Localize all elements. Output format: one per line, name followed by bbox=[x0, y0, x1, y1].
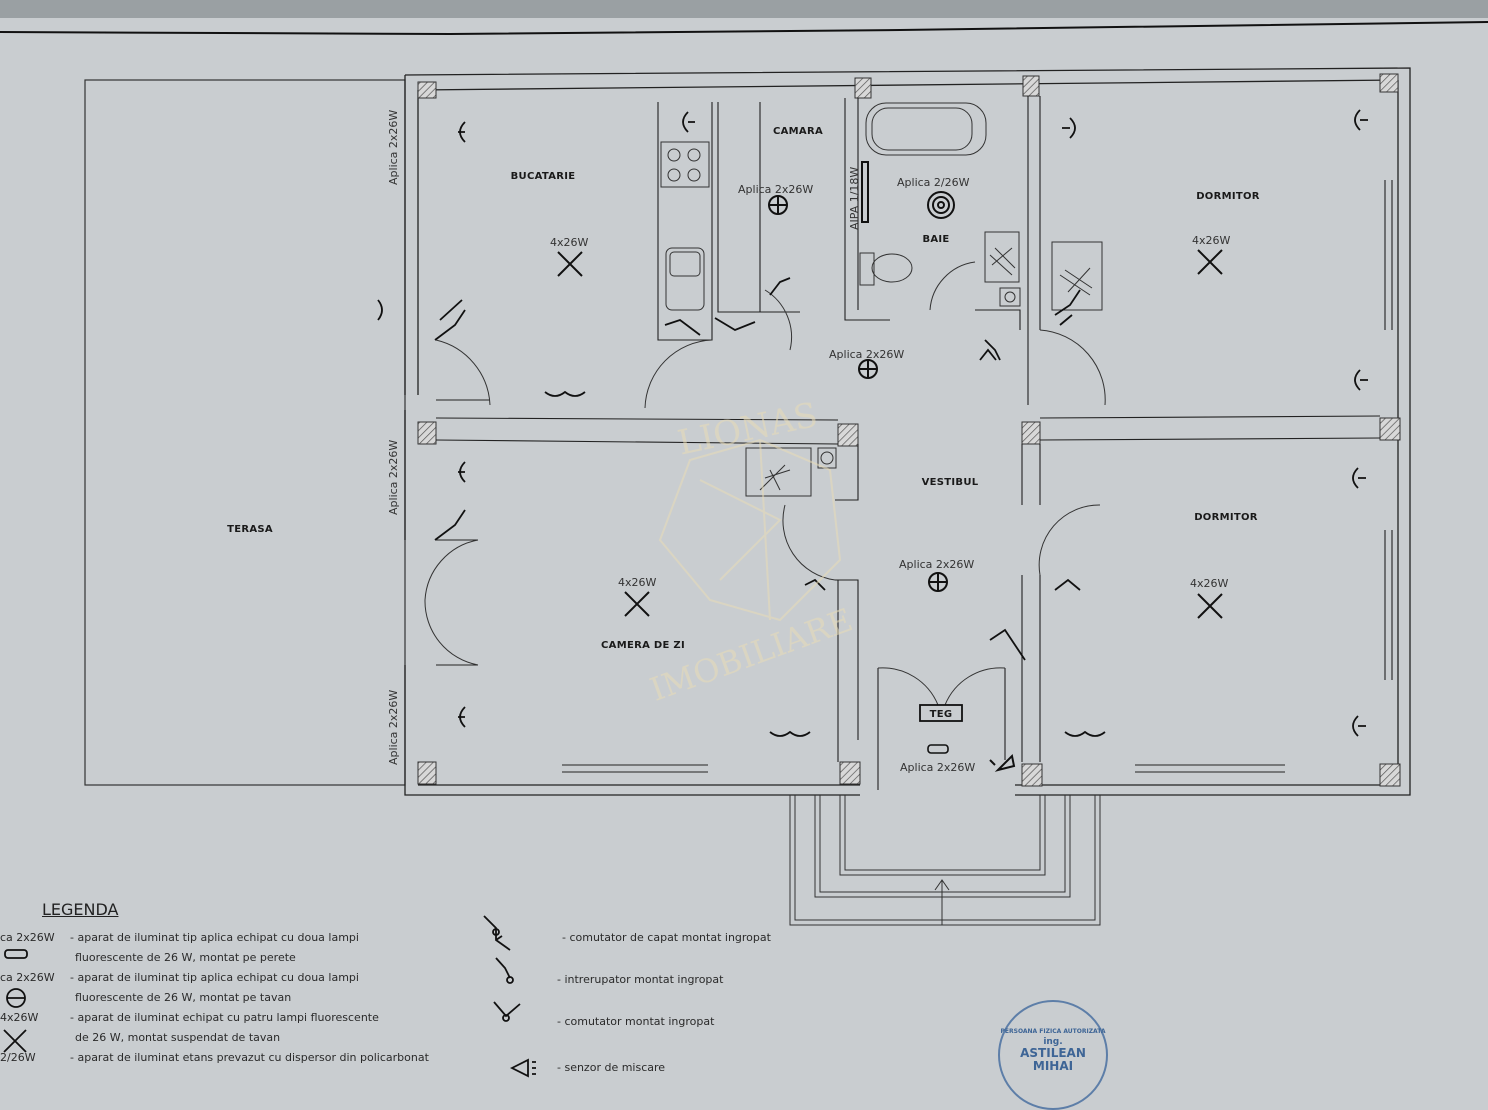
photo-edge bbox=[0, 0, 1488, 18]
structural-columns bbox=[417, 73, 1401, 787]
room-label-vestibul: VESTIBUL bbox=[922, 477, 979, 488]
room-label-baie: BAIE bbox=[922, 234, 949, 245]
fixture-label: Aplica 2x26W bbox=[829, 348, 904, 361]
fixture-label: Aplica 2x26W bbox=[387, 690, 400, 765]
fixture-label: 4x26W bbox=[550, 236, 589, 249]
legend-title: LEGENDA bbox=[42, 900, 119, 919]
legend-item: - comutator de capat montat ingropat bbox=[562, 931, 771, 944]
floor-plan: TEG TERASA BUCATARIE CAMARA BAIE DORMITO… bbox=[0, 0, 1488, 926]
fixture-label: 4x26W bbox=[1192, 234, 1231, 247]
room-label-camara: CAMARA bbox=[773, 126, 823, 137]
legend-item: - intrerupator montat ingropat bbox=[557, 973, 724, 986]
aipa-fixture-icon bbox=[861, 161, 869, 223]
toilet bbox=[859, 252, 913, 286]
entry-steps bbox=[789, 795, 1101, 926]
room-label-bucatarie: BUCATARIE bbox=[511, 171, 576, 182]
room-label-dormitor-2: DORMITOR bbox=[1194, 512, 1258, 523]
fixture-label: Aplica 2x26W bbox=[899, 558, 974, 571]
room-label-camera-de-zi: CAMERA DE ZI bbox=[601, 640, 685, 651]
legend-symbols bbox=[3, 915, 536, 1078]
sink bbox=[665, 247, 705, 311]
motion-sensor-icon bbox=[989, 753, 1016, 772]
room-label-terasa: TERASA bbox=[227, 524, 273, 535]
outer-walls bbox=[404, 67, 1411, 796]
ceiling-fixture-icons bbox=[768, 191, 955, 592]
teg-panel bbox=[919, 704, 963, 722]
bathtub bbox=[865, 102, 987, 156]
legend-item: 4x26W- aparat de iluminat echipat cu pat… bbox=[0, 1011, 379, 1024]
legend-item: - senzor de miscare bbox=[557, 1061, 666, 1074]
fixture-label: 4x26W bbox=[1190, 577, 1229, 590]
suspended-fixture-icons bbox=[557, 249, 1223, 619]
sheet-border-line bbox=[0, 21, 1488, 36]
fixture-label: AIPA 1/18W bbox=[848, 167, 861, 230]
room-label-dormitor-1: DORMITOR bbox=[1196, 191, 1260, 202]
fixture-label: Aplica 2x26W bbox=[900, 761, 975, 774]
fixture-label: Aplica 2/26W bbox=[897, 176, 970, 189]
fixture-label: 4x26W bbox=[618, 576, 657, 589]
switch-icons bbox=[377, 109, 1368, 737]
engineer-stamp: PERSOANA FIZICA AUTORIZATA ing. ASTILEAN… bbox=[998, 1000, 1108, 1110]
legend-left: ca 2x26W- aparat de iluminat tip aplica … bbox=[0, 928, 470, 1068]
legend-item: ca 2x26W- aparat de iluminat tip aplica … bbox=[0, 931, 359, 944]
teg-label: TEG bbox=[930, 709, 953, 720]
legend-item: 2/26W- aparat de iluminat etans prevazut… bbox=[0, 1051, 429, 1064]
stove bbox=[660, 141, 710, 188]
fixture-label: Aplica 2x26W bbox=[738, 183, 813, 196]
fixture-label: Aplica 2x26W bbox=[387, 440, 400, 515]
wall-lamp-icon bbox=[927, 744, 949, 754]
legend-item: ca 2x26W- aparat de iluminat tip aplica … bbox=[0, 971, 359, 984]
interior-walls bbox=[435, 96, 1393, 790]
fixture-label: Aplica 2x26W bbox=[387, 110, 400, 185]
legend-item: - comutator montat ingropat bbox=[557, 1015, 715, 1028]
